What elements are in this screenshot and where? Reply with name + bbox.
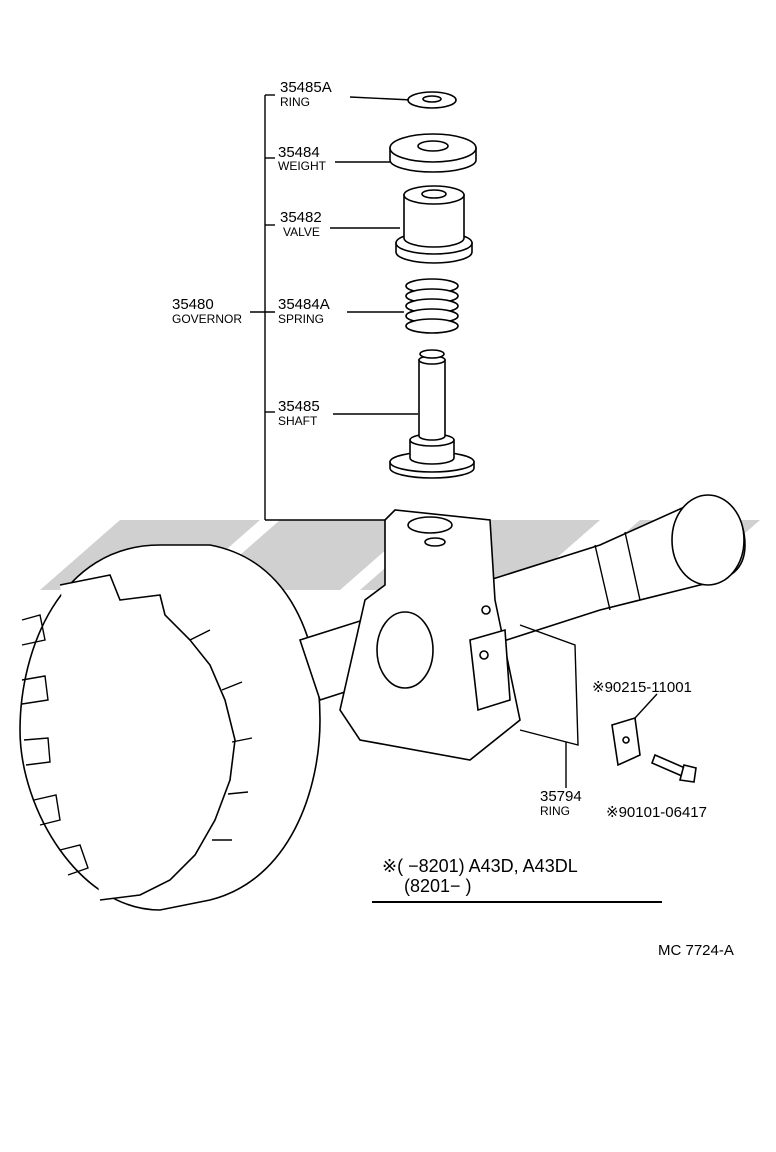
weight-part (389, 133, 477, 173)
applicability-note: ※( −8201) A43D, A43DL (8201− ) (372, 856, 662, 903)
ring-part (407, 91, 457, 109)
shaft-part (389, 349, 475, 479)
svg-text:※90215-11001: ※90215-11001 (592, 679, 692, 696)
label-valve: 35482 VALVE (280, 209, 400, 239)
spring-part (405, 278, 459, 334)
svg-text:GOVERNOR: GOVERNOR (172, 312, 242, 326)
svg-text:35794: 35794 (540, 788, 582, 805)
svg-text:35485A: 35485A (280, 79, 332, 96)
governor-body-part (339, 509, 521, 761)
label-side-ring: 35794 RING (540, 742, 582, 818)
svg-text:RING: RING (540, 804, 570, 818)
figure-code: MC 7724-A (658, 942, 734, 959)
svg-text:35485: 35485 (278, 398, 320, 415)
label-ring-top: 35485A RING (280, 79, 413, 109)
label-shaft: 35485 SHAFT (278, 398, 418, 428)
bolt-part (650, 753, 697, 783)
label-spring: 35484A SPRING (278, 296, 404, 326)
svg-text:35484A: 35484A (278, 296, 330, 313)
svg-text:35484: 35484 (278, 144, 320, 161)
side-ring-part (519, 624, 579, 746)
label-bolt: ※90101-06417 (606, 804, 707, 821)
valve-part (395, 185, 473, 264)
svg-text:※90101-06417: ※90101-06417 (606, 804, 707, 821)
svg-text:35482: 35482 (280, 209, 322, 226)
svg-text:VALVE: VALVE (283, 225, 320, 239)
svg-text:SPRING: SPRING (278, 312, 324, 326)
label-clip: ※90215-11001 (592, 679, 692, 696)
drum-part (19, 544, 321, 911)
governor-bracket (250, 94, 395, 521)
svg-text:※( −8201) A43D, A43DL: ※( −8201) A43D, A43DL (382, 856, 578, 876)
clip-part (611, 693, 658, 767)
svg-text:SHAFT: SHAFT (278, 414, 318, 428)
svg-text:(8201− ): (8201− ) (404, 876, 472, 896)
label-governor: 35480 GOVERNOR (172, 296, 242, 326)
svg-text:RING: RING (280, 95, 310, 109)
label-weight: 35484 WEIGHT (278, 144, 390, 173)
svg-text:WEIGHT: WEIGHT (278, 159, 327, 173)
svg-text:35480: 35480 (172, 296, 214, 313)
